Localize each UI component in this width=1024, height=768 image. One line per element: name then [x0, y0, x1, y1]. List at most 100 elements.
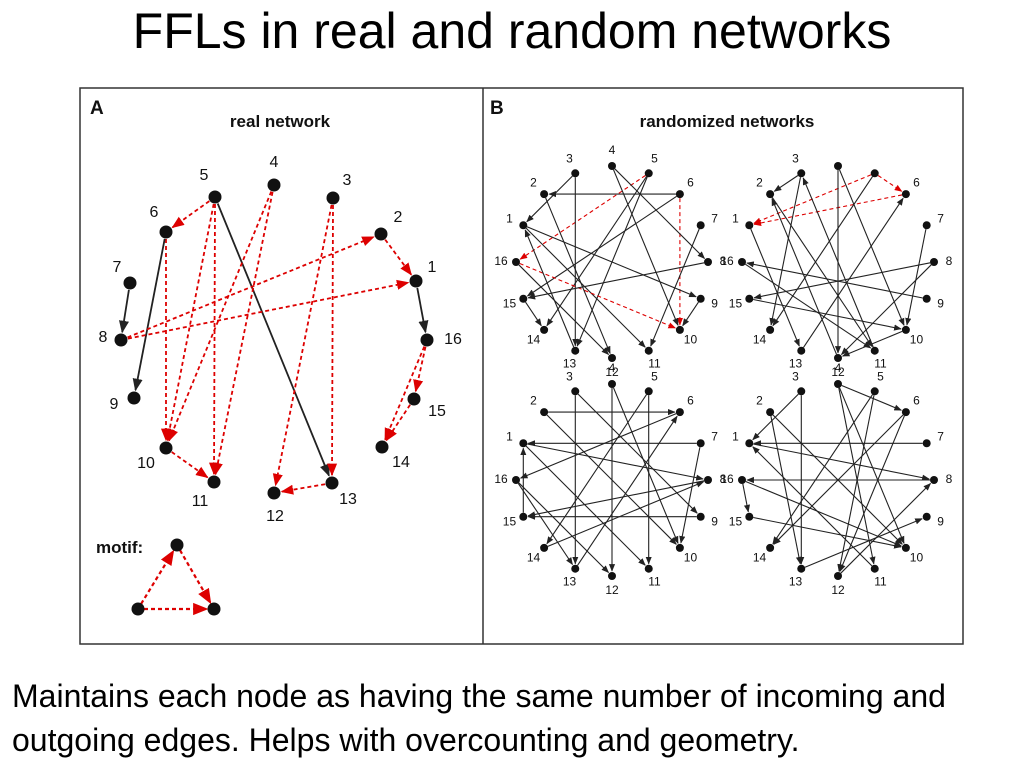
- node-6: [675, 190, 684, 199]
- node-10: [675, 325, 684, 334]
- node-7: [696, 221, 705, 230]
- node-label: 9: [937, 515, 944, 529]
- node-12: [834, 572, 842, 580]
- edge-13-6: [803, 197, 904, 348]
- node-9: [922, 294, 931, 303]
- node-label: 7: [711, 430, 718, 444]
- edge-1-8: [753, 443, 930, 481]
- edge-16-10: [519, 262, 677, 329]
- edge-13-6: [577, 415, 678, 566]
- node-13: [797, 564, 806, 573]
- edge-5-12: [837, 395, 875, 572]
- node-3: [326, 191, 340, 205]
- node-label: 5: [877, 370, 884, 384]
- edge-3-9: [577, 393, 698, 514]
- node-1: [519, 439, 528, 448]
- edge-5-14: [546, 176, 647, 327]
- panel-a-letter: A: [90, 98, 104, 119]
- node-10: [675, 543, 684, 552]
- node-6: [901, 190, 910, 199]
- node-label: 1: [732, 430, 739, 444]
- motif-label: motif:: [96, 538, 143, 557]
- node-16: [512, 258, 520, 266]
- slide-title: FFLs in real and random networks: [132, 3, 892, 59]
- edge-14-8: [547, 481, 705, 547]
- edge-7-10: [679, 447, 701, 544]
- edge-11-1: [752, 446, 873, 567]
- edge-9-10: [682, 301, 699, 327]
- node-label: 3: [566, 152, 573, 166]
- edge-8-15: [527, 480, 705, 518]
- node-13: [797, 346, 806, 355]
- edge-15-14: [525, 301, 542, 327]
- node-label: 12: [605, 583, 619, 597]
- node-4: [834, 380, 842, 388]
- edge-13-1: [524, 229, 575, 348]
- node-label: 8: [946, 472, 953, 486]
- node-label: 4: [609, 361, 616, 375]
- node-label: 13: [789, 357, 803, 371]
- node-16: [738, 258, 746, 266]
- node-label: 14: [527, 551, 541, 565]
- edge-12-2: [771, 197, 838, 355]
- motif-node: [207, 602, 221, 616]
- node-label: 8: [720, 254, 727, 268]
- node-label: 6: [687, 176, 694, 190]
- node-label: 6: [913, 176, 920, 190]
- node-label: 3: [792, 370, 799, 384]
- node-7: [696, 439, 705, 448]
- node-12: [834, 354, 842, 362]
- node-8: [114, 333, 128, 347]
- node-label: 2: [394, 209, 403, 226]
- edge-6-15: [526, 195, 677, 297]
- edge-13-12: [280, 483, 326, 495]
- node-label: 2: [756, 176, 763, 190]
- edge-12-8: [840, 482, 932, 574]
- node-7: [922, 439, 931, 448]
- node-11: [870, 346, 879, 355]
- edge-2-10: [546, 414, 677, 545]
- node-label: 6: [913, 394, 920, 408]
- node-6: [159, 225, 173, 239]
- node-2: [766, 408, 775, 417]
- edge-4-10: [838, 387, 905, 545]
- node-label: 11: [648, 357, 661, 371]
- edge-8-1: [127, 279, 410, 340]
- node-label: 14: [392, 454, 410, 471]
- edge-4-10: [838, 169, 905, 327]
- edge-4-8: [614, 168, 706, 260]
- node-2: [766, 190, 775, 199]
- node-10: [901, 543, 910, 552]
- node-label: 14: [753, 551, 767, 565]
- edge-3-1: [752, 393, 799, 441]
- edge-6-12: [839, 415, 905, 573]
- node-label: 8: [99, 329, 108, 346]
- node-label: 7: [937, 430, 944, 444]
- node-label: 13: [563, 575, 577, 589]
- edge-2-12: [545, 197, 611, 355]
- node-label: 7: [711, 212, 718, 226]
- edge-6-14: [773, 414, 904, 545]
- node-label: 4: [609, 143, 616, 157]
- node-label: 15: [729, 297, 743, 311]
- node-label: 11: [192, 493, 209, 510]
- node-label: 14: [527, 333, 541, 347]
- edge-15-10: [753, 298, 902, 331]
- node-label: 8: [720, 472, 727, 486]
- edge-3-1: [526, 175, 573, 223]
- node-11: [207, 475, 221, 489]
- edge-3-13: [327, 204, 338, 477]
- node-16: [738, 476, 746, 484]
- node-label: 3: [343, 172, 352, 189]
- node-label: 8: [946, 254, 953, 268]
- edge-1-11: [525, 445, 646, 566]
- node-label: 15: [729, 515, 743, 529]
- motif-diagram: [131, 538, 221, 616]
- node-label: 10: [137, 455, 155, 472]
- node-14: [540, 325, 549, 334]
- node-12: [608, 572, 616, 580]
- node-8: [704, 258, 712, 266]
- node-label: 4: [835, 361, 842, 375]
